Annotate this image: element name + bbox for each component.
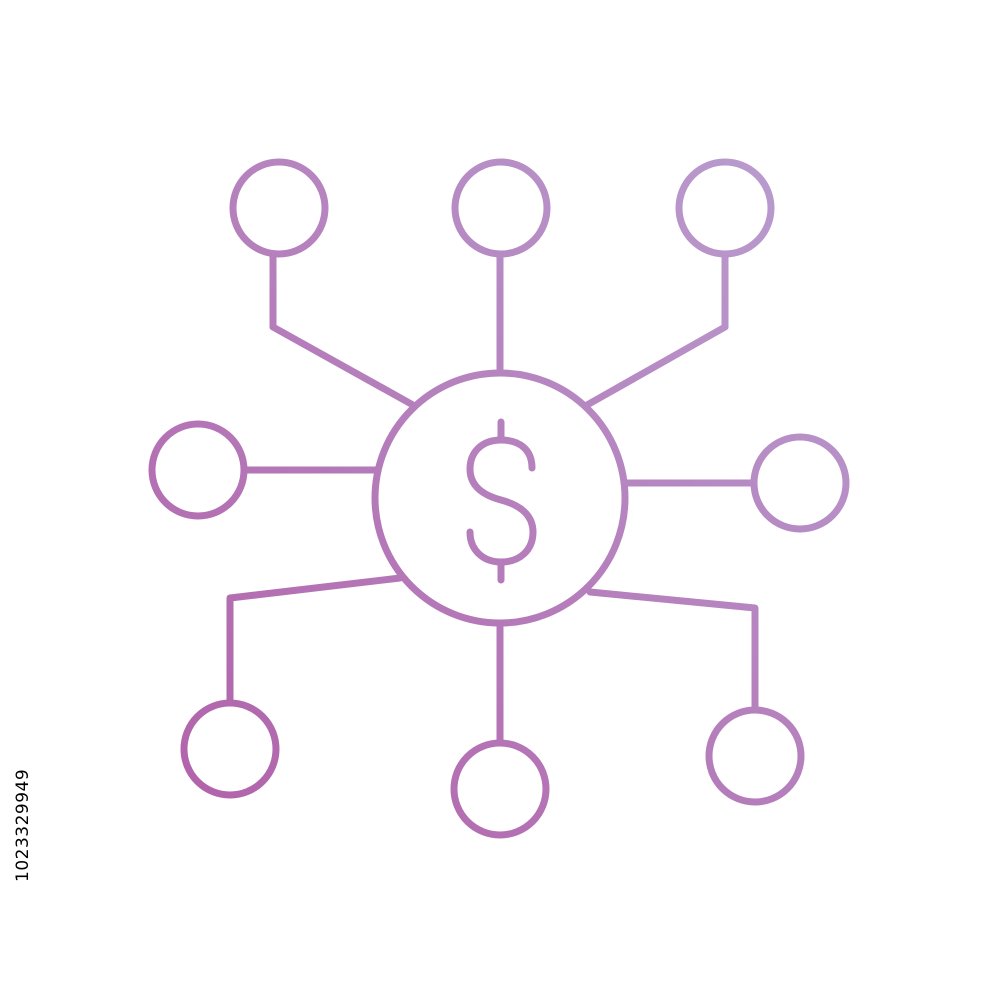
connector-top-left (269, 252, 417, 409)
dollar-sign-icon (466, 418, 537, 584)
node-top-left (229, 158, 329, 258)
connector-bottom-right (586, 588, 759, 714)
node-bottom (450, 739, 550, 839)
connector-top-right (583, 252, 729, 409)
node-bottom-right (705, 706, 805, 806)
node-top-right (675, 158, 775, 258)
node-top (451, 158, 551, 258)
connector-bottom-left (226, 574, 404, 706)
node-left (148, 420, 248, 520)
stock-id-label: 1023329949 (13, 768, 33, 882)
center-coin-node (371, 369, 629, 627)
node-right (750, 433, 850, 533)
node-bottom-left (180, 699, 280, 799)
